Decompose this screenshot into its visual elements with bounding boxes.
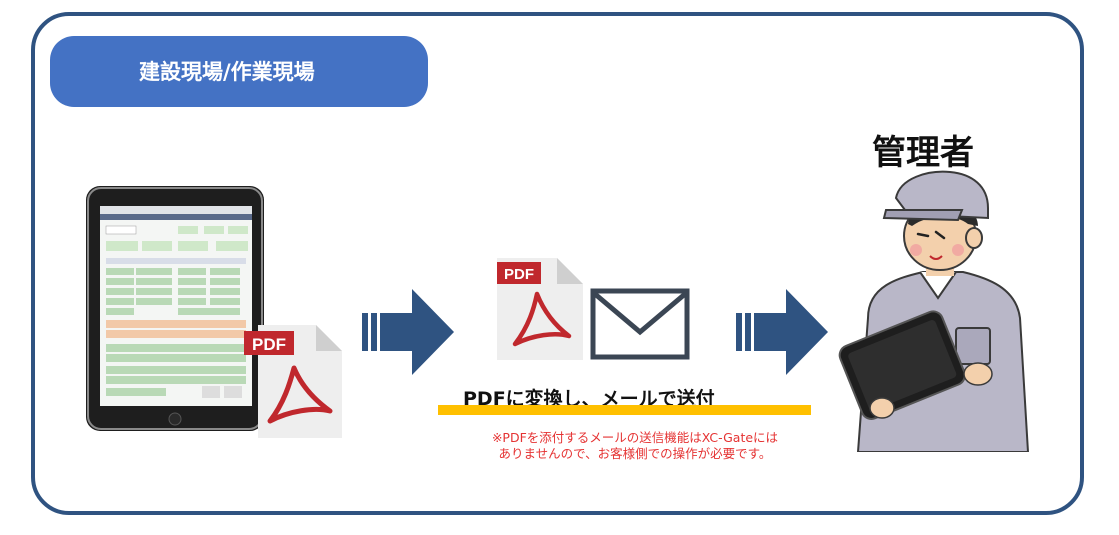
envelope-icon: [590, 288, 690, 360]
process-caption: PDFに変換し、メールで送付: [463, 388, 715, 410]
site-banner: 建設現場/作業現場: [50, 36, 428, 107]
scene-frame: [31, 12, 1084, 515]
pdf-tag-label: PDF: [252, 335, 286, 354]
pdf-document-icon: PDF: [244, 325, 342, 438]
arrow-right-icon: [362, 289, 454, 375]
caption-underline: [438, 405, 811, 415]
manager-label: 管理者: [872, 133, 974, 173]
disclaimer-note: ※PDFを添付するメールの送信機能はXC-Gateには ありませんので、お客様側…: [440, 430, 830, 462]
note-line-1: ※PDFを添付するメールの送信機能はXC-Gateには: [491, 430, 779, 445]
tablet-icon: [86, 186, 264, 431]
note-line-2: ありませんので、お客様側での操作が必要です。: [498, 446, 772, 461]
manager-worker-icon: [838, 170, 1030, 452]
pdf-tag-label: PDF: [504, 266, 534, 283]
banner-title: 建設現場/作業現場: [139, 60, 315, 84]
arrow-right-icon: [736, 289, 828, 375]
pdf-document-icon: PDF: [497, 258, 583, 360]
